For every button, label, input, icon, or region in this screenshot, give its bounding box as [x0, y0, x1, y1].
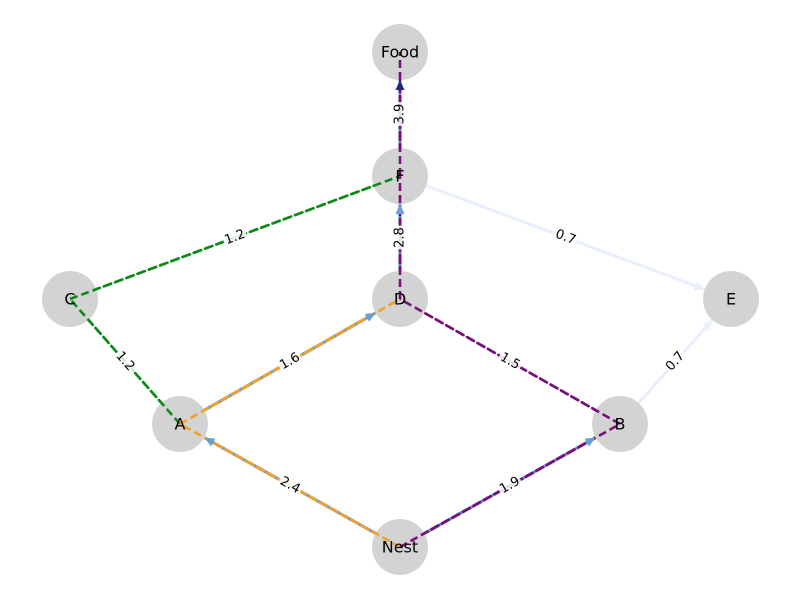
arrowhead-nest-b	[584, 437, 596, 447]
edge-weight-label-bg	[392, 225, 408, 250]
edge-weight-text: 0.7	[553, 227, 578, 248]
arrowhead-a-d	[364, 312, 376, 322]
node-label-a: A	[175, 415, 186, 434]
edge-weight-label-bg	[495, 472, 525, 499]
edge-weight-label-bg	[551, 225, 580, 250]
edge-weight-label: 1.6	[275, 348, 305, 375]
edge-weight-label: 2.8	[392, 225, 408, 250]
edge-weight-text: 1.2	[223, 227, 248, 248]
edge-weight-label: 1.2	[220, 225, 250, 250]
node-e: E	[703, 271, 759, 327]
arrowhead-nest-a	[204, 437, 216, 447]
node-label-food: Food	[381, 43, 419, 62]
edge-weight-label-bg	[392, 102, 408, 126]
node-label-c: C	[64, 290, 75, 309]
arrowhead-d-f	[395, 204, 405, 214]
node-circle	[703, 271, 759, 327]
edge-weight-label: 3.9	[392, 102, 408, 126]
arrowhead-f-e	[693, 281, 705, 290]
route-green-a-c	[69, 298, 181, 425]
edge-weight-label: 1.5	[495, 348, 525, 375]
node-label-d: D	[394, 290, 406, 309]
route-green-c-f	[69, 174, 401, 301]
edge-weight-text: 2.8	[393, 227, 408, 248]
edge-weight-label-bg	[111, 347, 139, 376]
edge-weight-label-bg	[275, 472, 305, 499]
node-label-b: B	[615, 415, 626, 434]
route-overlay	[69, 52, 621, 549]
edge-weight-label: 2.4	[275, 472, 305, 499]
arrowhead-b-e	[702, 319, 713, 331]
node-label-f: F	[395, 167, 404, 186]
edge-weight-label: 1.9	[495, 472, 525, 499]
node-label-e: E	[726, 290, 736, 309]
edge-weight-label-bg	[495, 348, 525, 375]
edge-weight-label-bg	[220, 225, 250, 250]
edge-weight-label-bg	[275, 348, 305, 375]
edge-weight-text: 3.9	[393, 104, 408, 125]
node-label-nest: Nest	[382, 538, 418, 557]
edge-weight-label: 0.7	[551, 225, 580, 250]
arrowhead-f-food	[395, 80, 405, 90]
edge-weight-label-bg	[661, 347, 690, 376]
